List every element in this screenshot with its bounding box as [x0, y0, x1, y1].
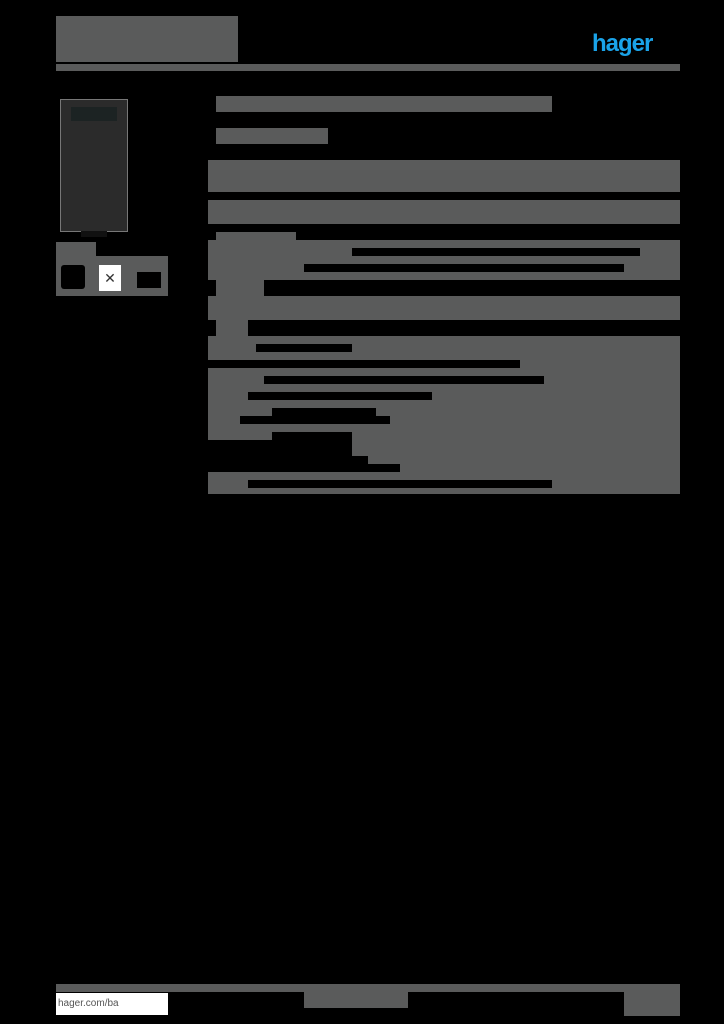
spec-gap [208, 440, 352, 456]
header-rule [56, 64, 680, 71]
spec-section-3 [208, 296, 680, 320]
spec-gap [208, 456, 368, 464]
spec-section-2 [208, 200, 680, 224]
product-title [216, 96, 552, 112]
footer-url[interactable]: hager.com/ba [56, 993, 168, 1015]
spec-gap [248, 480, 552, 488]
footer-page-block [624, 992, 680, 1016]
product-image [60, 99, 128, 237]
certification-mark-icon [137, 272, 161, 288]
spec-gap [272, 408, 376, 416]
header-title-block [56, 16, 238, 62]
product-notch [81, 231, 107, 237]
spec-label [216, 320, 248, 336]
hager-logo: hager [592, 30, 653, 57]
spec-gap [264, 376, 544, 384]
spec-section-1 [208, 160, 680, 192]
product-subtitle [216, 128, 328, 144]
spec-gap [256, 344, 352, 352]
product-display [71, 107, 117, 121]
footer-rule [56, 984, 680, 992]
spec-gap [240, 416, 390, 424]
spec-table-1 [208, 240, 680, 280]
spec-gap [272, 432, 352, 440]
spec-gap [352, 248, 640, 256]
spec-gap [208, 360, 520, 368]
spec-gap [248, 392, 432, 400]
spec-gap [208, 464, 400, 472]
ce-mark-icon [61, 265, 85, 289]
spec-gap [304, 264, 624, 272]
product-caption [56, 242, 96, 256]
spec-label [216, 232, 296, 242]
spec-label [216, 280, 264, 296]
weee-crossed-bin-icon: ✕ [99, 265, 121, 291]
footer-center-block [304, 992, 408, 1008]
